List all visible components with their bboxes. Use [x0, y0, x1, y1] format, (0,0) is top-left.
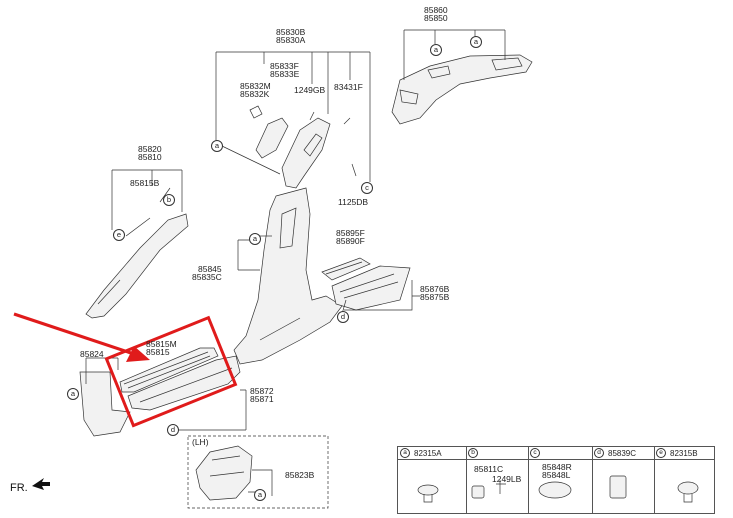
front-direction-label: FR. — [10, 482, 28, 494]
callout-85815B: 85815B — [130, 178, 160, 188]
rear-scuff-plate — [331, 265, 411, 311]
callout-85820: 85820 — [138, 144, 162, 154]
legend-marker-d: d — [594, 448, 604, 458]
marker-e: e — [113, 229, 125, 241]
callout-85823B: 85823B — [285, 470, 315, 480]
legend-marker-e: e — [656, 448, 666, 458]
callout-85860: 85860 — [424, 5, 448, 15]
callout-85872: 85872 — [250, 386, 274, 396]
callout-85824: 85824 — [80, 349, 104, 359]
legend-marker-b: b — [468, 448, 478, 458]
legend-part-b1: 85811C — [474, 464, 504, 474]
marker-a: a — [254, 489, 266, 501]
callout-85850: 85850 — [424, 13, 448, 23]
callout-85832K: 85832K — [240, 89, 270, 99]
lh-label: (LH) — [192, 437, 209, 447]
callout-85832M: 85832M — [240, 81, 271, 91]
callout-85815L: 85815 — [146, 347, 170, 357]
callout-1249GB: 1249GB — [294, 85, 326, 95]
legend-marker-c: c — [530, 448, 540, 458]
marker-a: a — [430, 44, 442, 56]
callout-85845: 85845 — [198, 264, 222, 274]
lh-bracket-part — [195, 445, 253, 501]
legend-cell-e: e 82315B — [654, 447, 714, 513]
marker-d: d — [167, 424, 179, 436]
callout-85830B: 85830B — [276, 27, 306, 37]
marker-a: a — [470, 36, 482, 48]
lh-detail-frame — [187, 435, 329, 509]
legend-cell-a: a 82315A — [398, 447, 467, 513]
callout-85876B: 85876B — [420, 284, 450, 294]
callout-85830A: 85830A — [276, 35, 306, 45]
b-pillar-lower-trim — [233, 187, 343, 365]
callout-85815M: 85815M — [146, 339, 177, 349]
highlight-annotation — [13, 312, 238, 428]
legend-part-c1: 85848R — [542, 462, 572, 472]
callout-85890F: 85890F — [336, 236, 365, 246]
legend-cell-b: b 85811C 1249LB — [466, 447, 529, 513]
legend-part-e: 82315B — [670, 449, 698, 458]
marker-c: c — [361, 182, 373, 194]
marker-a: a — [249, 233, 261, 245]
callout-85833F: 85833F — [270, 61, 299, 71]
legend-part-a: 82315A — [414, 449, 442, 458]
legend-part-c2: 85848L — [542, 470, 571, 480]
legend-part-d: 85839C — [608, 449, 637, 458]
callout-1125DB: 1125DB — [338, 197, 369, 207]
callout-85810: 85810 — [138, 152, 162, 162]
legend-cell-c: c 85848R 85848L — [528, 447, 593, 513]
legend-marker-a: a — [400, 448, 410, 458]
callout-85835C: 85835C — [192, 272, 222, 282]
callout-85895F: 85895F — [336, 228, 365, 238]
callout-83431F: 83431F — [334, 82, 363, 92]
belt-guide-cover — [255, 117, 289, 159]
marker-b: b — [163, 194, 175, 206]
callout-85871: 85871 — [250, 394, 274, 404]
b-pillar-upper-trim — [281, 117, 331, 189]
a-pillar-trim — [85, 213, 189, 319]
legend-part-b2: 1249LB — [492, 474, 522, 484]
callout-85875B: 85875B — [420, 292, 450, 302]
front-scuff-plate — [119, 347, 219, 393]
marker-a: a — [211, 140, 223, 152]
marker-a: a — [67, 388, 79, 400]
upper-rear-trim — [391, 54, 533, 125]
legend-cell-d: d 85839C — [592, 447, 655, 513]
cowl-side-trim — [79, 371, 131, 437]
callout-85833E: 85833E — [270, 69, 300, 79]
marker-d: d — [337, 311, 349, 323]
